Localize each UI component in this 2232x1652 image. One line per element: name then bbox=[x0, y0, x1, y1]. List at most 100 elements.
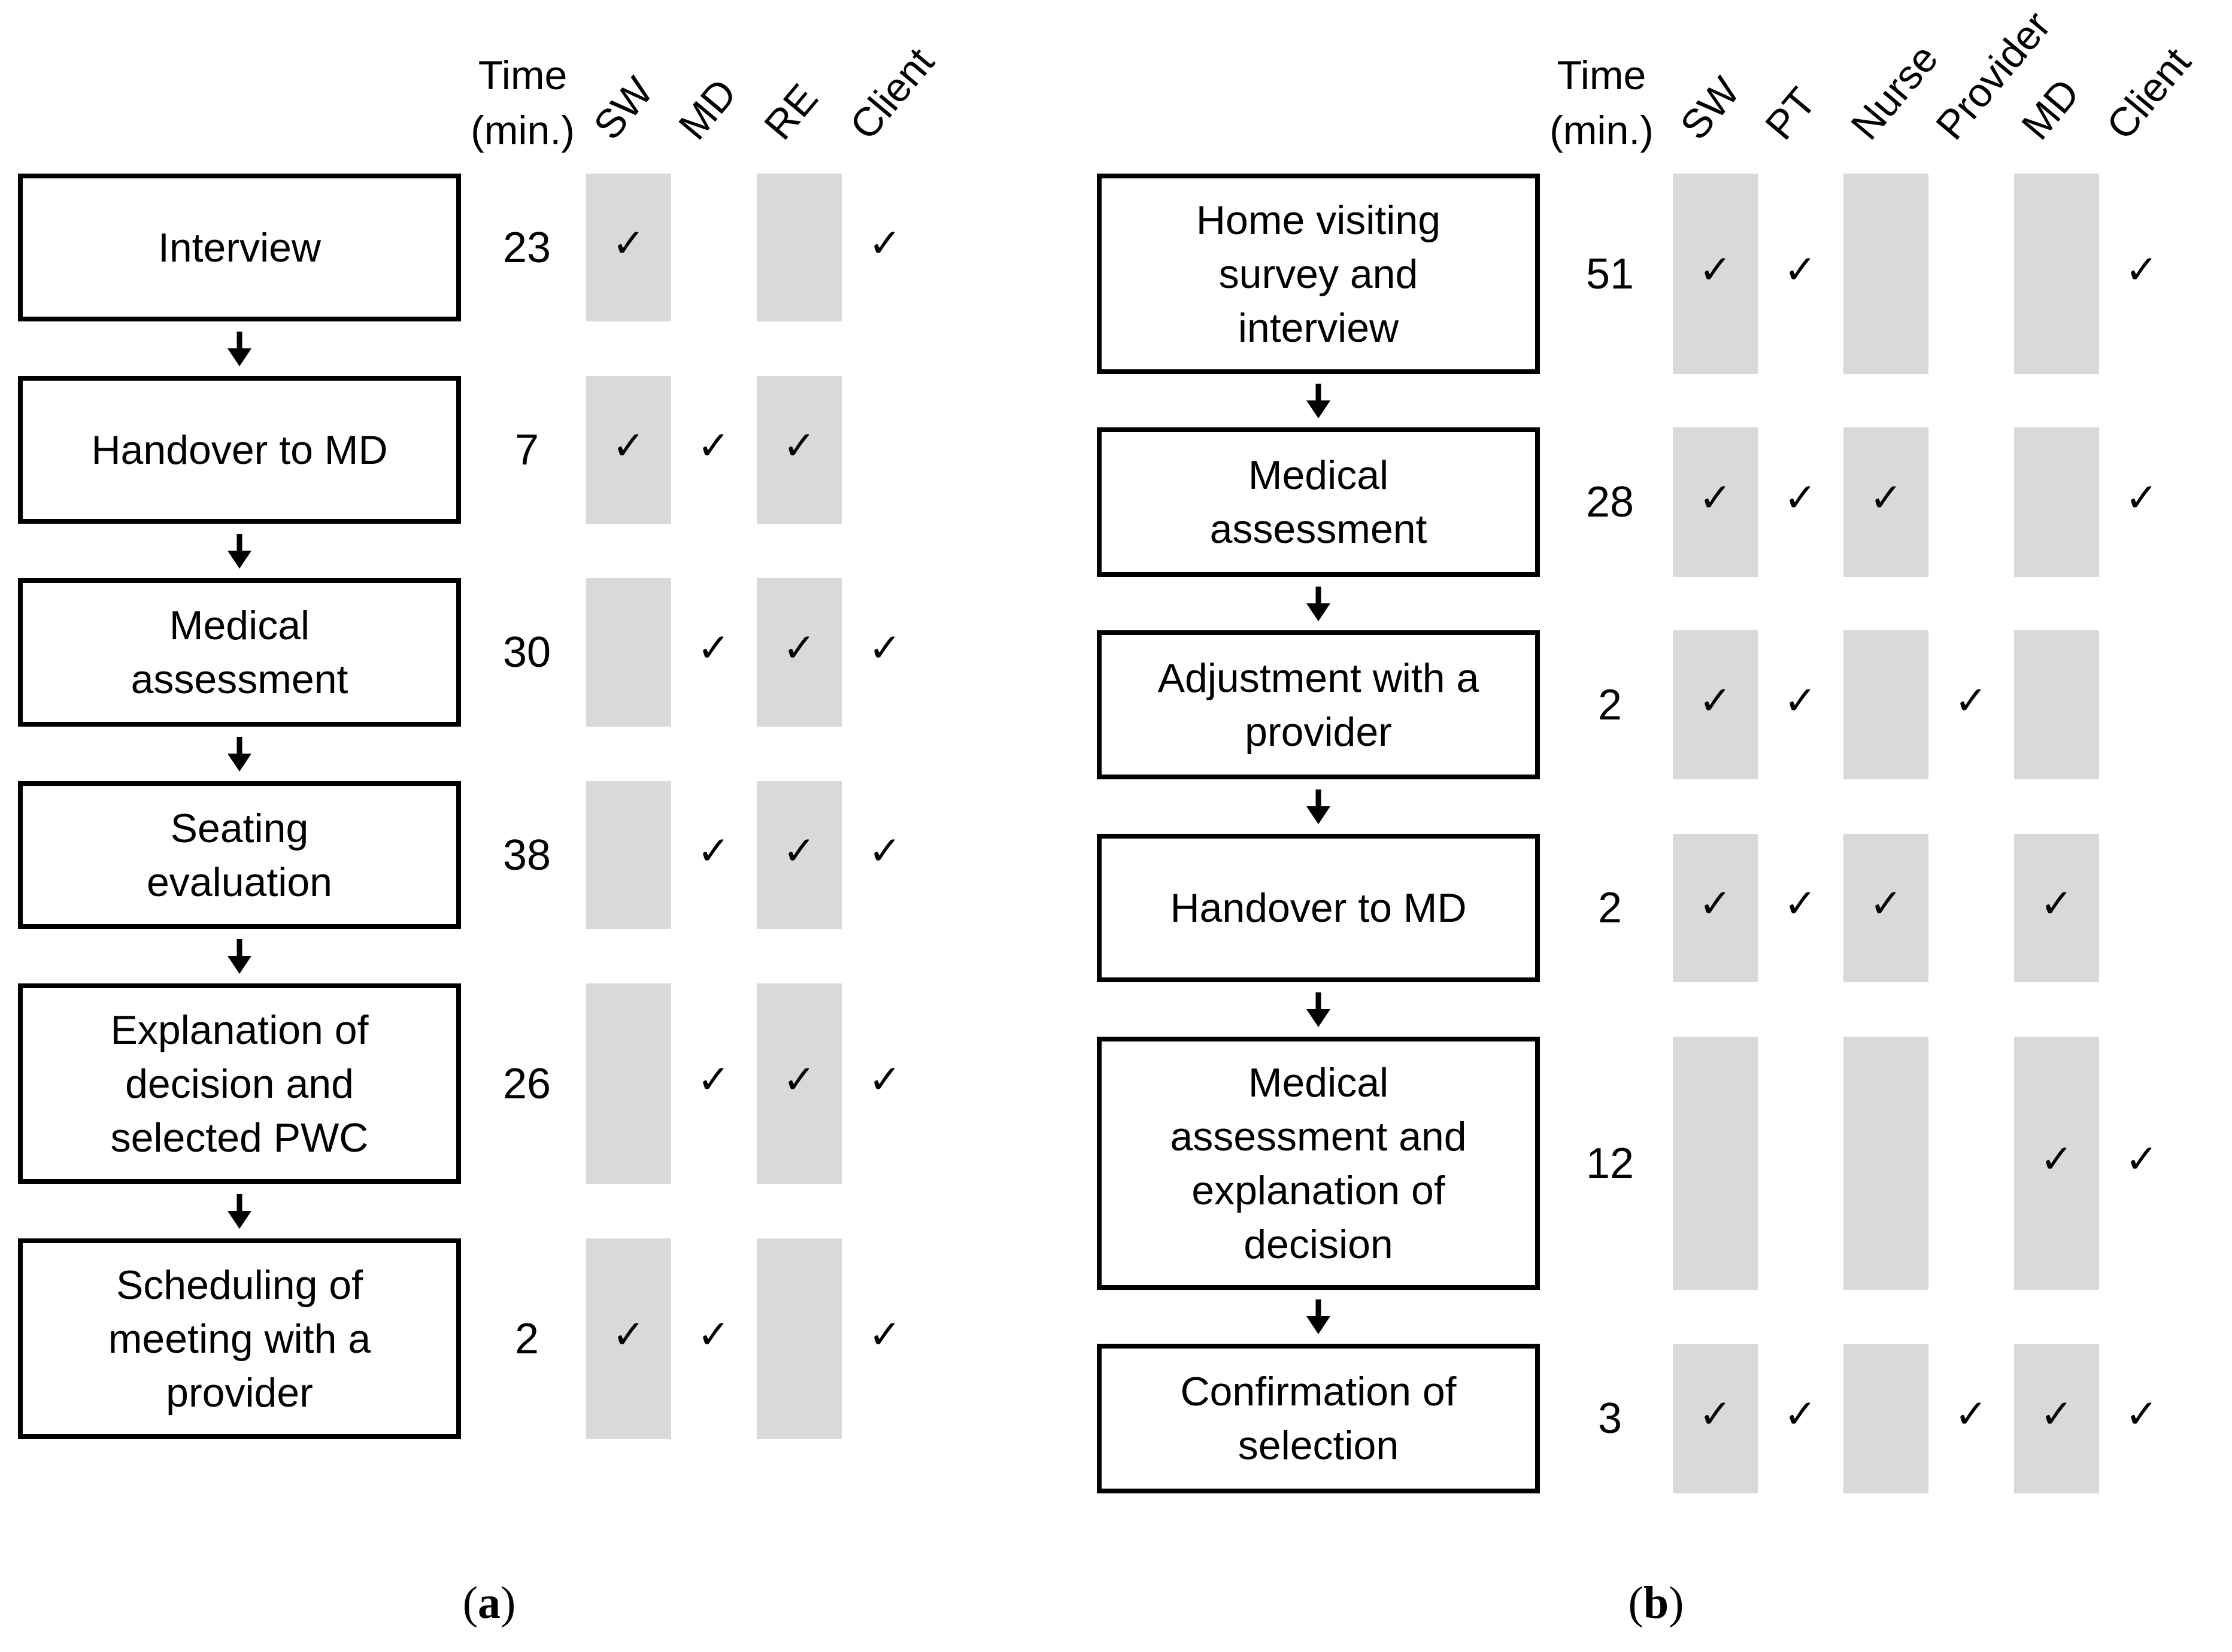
shaded-column-re bbox=[757, 174, 842, 321]
check-icon: ✓ bbox=[1784, 677, 1817, 724]
role-header-pt: PT bbox=[1756, 79, 1825, 148]
flow-arrow-icon bbox=[225, 330, 254, 368]
flow-arrow-icon bbox=[1304, 788, 1333, 825]
shaded-column-md bbox=[2014, 630, 2099, 779]
step-time: 12 bbox=[1585, 1139, 1634, 1188]
shaded-column-nurse bbox=[1843, 427, 1928, 577]
check-icon: ✓ bbox=[868, 1311, 902, 1358]
time-header: Time (min.) bbox=[471, 53, 575, 153]
shaded-column-sw bbox=[1673, 630, 1758, 779]
step-box: Medical assessment bbox=[18, 578, 461, 727]
shaded-column-nurse bbox=[1843, 630, 1928, 779]
role-header-md: MD bbox=[669, 70, 746, 148]
shaded-column-sw bbox=[586, 781, 671, 929]
check-icon: ✓ bbox=[783, 422, 816, 469]
check-icon: ✓ bbox=[868, 1056, 902, 1103]
step-box: Home visiting survey and interview bbox=[1097, 174, 1540, 374]
shaded-column-nurse bbox=[1843, 1344, 1928, 1493]
panel-label-letter: a bbox=[478, 1578, 501, 1628]
step-box: Scheduling of meeting with a provider bbox=[18, 1238, 461, 1439]
shaded-column-sw bbox=[586, 174, 671, 321]
check-icon: ✓ bbox=[1699, 880, 1732, 927]
shaded-column-re bbox=[757, 578, 842, 727]
shaded-column-sw bbox=[1673, 427, 1758, 577]
check-icon: ✓ bbox=[2040, 1135, 2073, 1182]
step-time: 38 bbox=[502, 831, 551, 879]
panel-label-open: ( bbox=[1628, 1578, 1643, 1628]
check-icon: ✓ bbox=[2040, 1391, 2073, 1437]
shaded-column-sw bbox=[586, 578, 671, 727]
panel-label: (b) bbox=[1596, 1580, 1716, 1626]
shaded-column-re bbox=[757, 376, 842, 524]
check-icon: ✓ bbox=[868, 625, 902, 671]
check-icon: ✓ bbox=[697, 422, 730, 469]
check-icon: ✓ bbox=[697, 827, 730, 874]
shaded-column-md bbox=[2014, 427, 2099, 577]
role-header-sw: SW bbox=[584, 68, 662, 148]
check-icon: ✓ bbox=[2125, 246, 2158, 293]
shaded-column-md bbox=[2014, 834, 2099, 982]
step-box: Handover to MD bbox=[1097, 834, 1540, 982]
role-header-sw: SW bbox=[1671, 68, 1749, 148]
shaded-column-sw bbox=[1673, 834, 1758, 982]
step-time: 26 bbox=[502, 1059, 551, 1108]
role-header-re: RE bbox=[755, 75, 827, 148]
step-time: 2 bbox=[1597, 681, 1623, 729]
shaded-column-md bbox=[2014, 174, 2099, 374]
shaded-column-sw bbox=[586, 376, 671, 524]
shaded-column-sw bbox=[586, 983, 671, 1184]
check-icon: ✓ bbox=[1699, 246, 1732, 293]
step-box: Interview bbox=[18, 174, 461, 321]
check-icon: ✓ bbox=[1869, 880, 1903, 927]
step-time: 7 bbox=[514, 426, 539, 474]
check-icon: ✓ bbox=[2125, 475, 2158, 521]
flow-arrow-icon bbox=[225, 533, 254, 570]
panel-label-open: ( bbox=[462, 1578, 478, 1628]
check-icon: ✓ bbox=[1869, 475, 1903, 521]
step-box: Handover to MD bbox=[18, 376, 461, 524]
panel-label-letter: b bbox=[1643, 1578, 1669, 1628]
shaded-column-re bbox=[757, 781, 842, 929]
step-time: 2 bbox=[1597, 884, 1623, 932]
shaded-column-nurse bbox=[1843, 174, 1928, 374]
step-box: Confirmation of selection bbox=[1097, 1344, 1540, 1493]
check-icon: ✓ bbox=[2125, 1391, 2158, 1437]
check-icon: ✓ bbox=[1699, 475, 1732, 521]
check-icon: ✓ bbox=[2040, 880, 2073, 927]
flow-arrow-icon bbox=[1304, 991, 1333, 1028]
step-box: Adjustment with a provider bbox=[1097, 630, 1540, 779]
flow-arrow-icon bbox=[1304, 1298, 1333, 1335]
step-time: 2 bbox=[514, 1314, 539, 1363]
flow-arrow-icon bbox=[1304, 585, 1333, 622]
check-icon: ✓ bbox=[1784, 475, 1817, 521]
check-icon: ✓ bbox=[612, 220, 645, 266]
check-icon: ✓ bbox=[783, 827, 816, 874]
step-box: Medical assessment bbox=[1097, 427, 1540, 577]
check-icon: ✓ bbox=[1699, 1391, 1732, 1437]
check-icon: ✓ bbox=[1954, 677, 1988, 724]
panel-label-close: ) bbox=[1669, 1578, 1684, 1628]
check-icon: ✓ bbox=[783, 1056, 816, 1103]
step-box: Medical assessment and explanation of de… bbox=[1097, 1037, 1540, 1290]
role-header-md: MD bbox=[2012, 70, 2089, 148]
step-box: Explanation of decision and selected PWC bbox=[18, 983, 461, 1184]
flow-arrow-icon bbox=[225, 736, 254, 773]
panel-label-close: ) bbox=[501, 1578, 516, 1628]
panel-label: (a) bbox=[429, 1580, 549, 1626]
step-time: 51 bbox=[1585, 250, 1634, 298]
shaded-column-sw bbox=[1673, 174, 1758, 374]
check-icon: ✓ bbox=[1954, 1391, 1988, 1437]
step-box: Seating evaluation bbox=[18, 781, 461, 929]
check-icon: ✓ bbox=[868, 220, 902, 266]
check-icon: ✓ bbox=[1784, 246, 1817, 293]
check-icon: ✓ bbox=[612, 1311, 645, 1358]
time-header: Time (min.) bbox=[1549, 53, 1654, 153]
flow-arrow-icon bbox=[225, 1193, 254, 1230]
step-time: 28 bbox=[1585, 478, 1634, 526]
shaded-column-nurse bbox=[1843, 834, 1928, 982]
role-header-client: Client bbox=[841, 39, 943, 148]
check-icon: ✓ bbox=[697, 1311, 730, 1358]
check-icon: ✓ bbox=[612, 422, 645, 469]
